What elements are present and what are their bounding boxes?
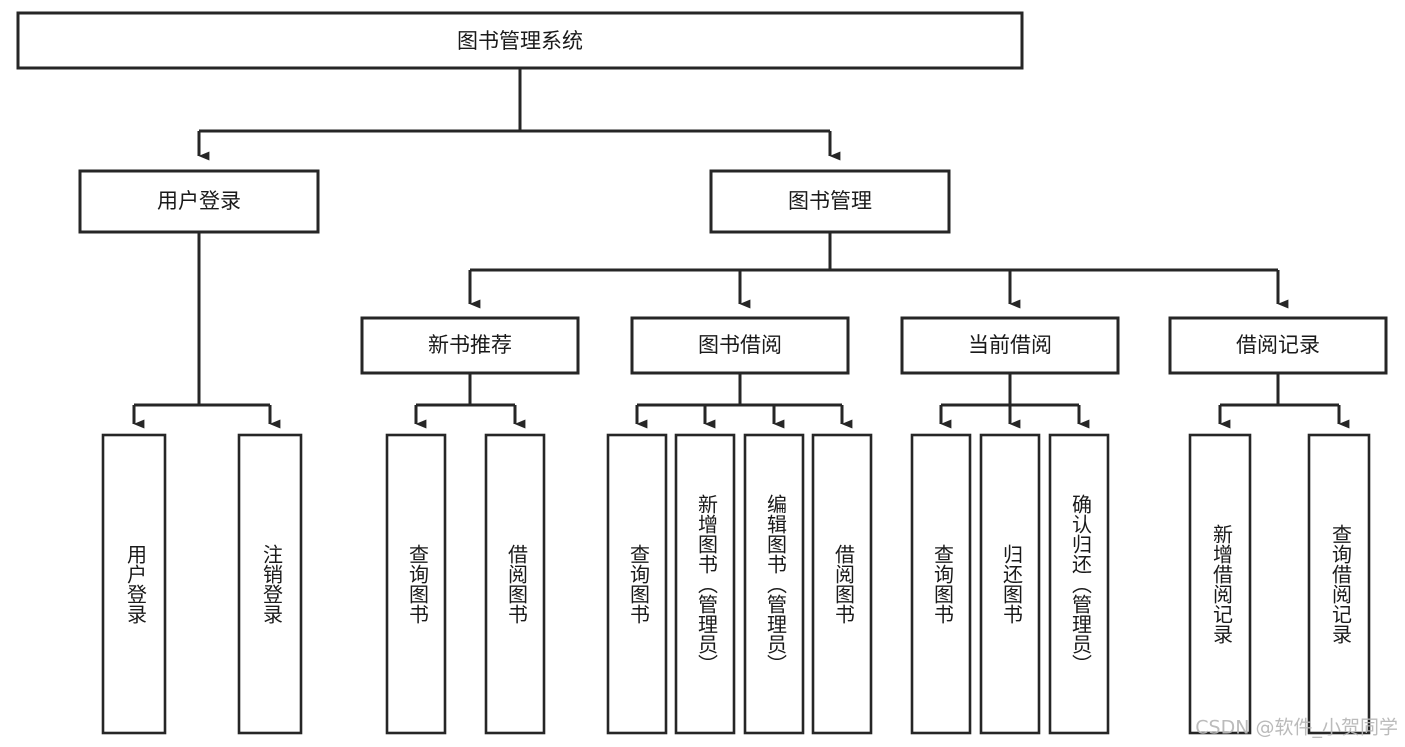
node-leaf-return-book-label: 归还图书 bbox=[1000, 544, 1024, 624]
node-leaf-borrow-book-1-box[interactable] bbox=[484, 433, 546, 735]
node-book-manage-box[interactable] bbox=[709, 169, 951, 234]
node-leaf-user-logout[interactable]: 注销登录 bbox=[237, 433, 303, 735]
edges-newbook-to-leaves bbox=[414, 373, 526, 429]
node-leaf-confirm-return-label: 确认归还（管理员） bbox=[1069, 494, 1093, 674]
node-book-manage[interactable]: 图书管理 bbox=[709, 169, 951, 234]
node-current-borrow-box[interactable] bbox=[900, 316, 1120, 375]
node-leaf-user-logout-label: 注销登录 bbox=[260, 544, 284, 624]
edges-bookmanage-to-level3 bbox=[468, 232, 1289, 309]
node-new-book-recommend[interactable]: 新书推荐 bbox=[360, 316, 580, 375]
node-leaf-user-login-box[interactable] bbox=[101, 433, 167, 735]
csdn-watermark: CSDN @软件_小贺同学 bbox=[1195, 717, 1398, 739]
node-current-borrow-label: 当前借阅 bbox=[968, 333, 1052, 357]
node-leaf-user-login[interactable]: 用户登录 bbox=[101, 433, 167, 735]
node-leaf-add-record-box[interactable] bbox=[1188, 433, 1252, 735]
node-leaf-return-book-box[interactable] bbox=[979, 433, 1041, 735]
node-borrow-record[interactable]: 借阅记录 bbox=[1168, 316, 1388, 375]
node-leaf-edit-book-label: 编辑图书（管理员） bbox=[764, 494, 788, 674]
node-new-book-recommend-box[interactable] bbox=[360, 316, 580, 375]
node-leaf-borrow-book-2-box[interactable] bbox=[811, 433, 873, 735]
node-leaf-return-book[interactable]: 归还图书 bbox=[979, 433, 1041, 735]
node-book-borrow-box[interactable] bbox=[630, 316, 850, 375]
node-user-login-label: 用户登录 bbox=[157, 189, 241, 213]
edges-bookborrow-to-leaves bbox=[635, 373, 853, 429]
node-leaf-borrow-book-1-label: 借阅图书 bbox=[505, 544, 529, 624]
node-leaf-add-record-label: 新增借阅记录 bbox=[1210, 524, 1234, 644]
edges-root-to-level2 bbox=[197, 68, 841, 161]
node-leaf-add-book[interactable]: 新增图书（管理员） bbox=[674, 433, 736, 735]
edges-userlogin-to-leaves bbox=[132, 232, 281, 429]
node-leaf-query-book-3-box[interactable] bbox=[910, 433, 972, 735]
node-leaf-query-book-2[interactable]: 查询图书 bbox=[606, 433, 668, 735]
node-borrow-record-box[interactable] bbox=[1168, 316, 1388, 375]
node-root-label: 图书管理系统 bbox=[457, 29, 583, 53]
node-root[interactable]: 图书管理系统 bbox=[16, 11, 1024, 70]
node-book-borrow-label: 图书借阅 bbox=[698, 333, 782, 357]
node-leaf-user-login-label: 用户登录 bbox=[124, 544, 148, 624]
node-leaf-borrow-book-2[interactable]: 借阅图书 bbox=[811, 433, 873, 735]
node-user-login-box[interactable] bbox=[78, 169, 320, 234]
node-leaf-borrow-book-1[interactable]: 借阅图书 bbox=[484, 433, 546, 735]
node-leaf-confirm-return-box[interactable] bbox=[1048, 433, 1110, 735]
node-leaf-query-book-2-box[interactable] bbox=[606, 433, 668, 735]
node-leaf-add-book-box[interactable] bbox=[674, 433, 736, 735]
edges-currentborrow-to-leaves bbox=[939, 373, 1090, 429]
node-leaf-query-book-1-box[interactable] bbox=[385, 433, 447, 735]
node-leaf-user-logout-box[interactable] bbox=[237, 433, 303, 735]
node-book-borrow[interactable]: 图书借阅 bbox=[630, 316, 850, 375]
node-user-login[interactable]: 用户登录 bbox=[78, 169, 320, 234]
node-leaf-query-book-1[interactable]: 查询图书 bbox=[385, 433, 447, 735]
node-leaf-query-record-label: 查询借阅记录 bbox=[1329, 524, 1353, 644]
node-leaf-edit-book[interactable]: 编辑图书（管理员） bbox=[743, 433, 805, 735]
node-leaf-query-book-1-label: 查询图书 bbox=[406, 544, 430, 624]
node-leaf-query-record-box[interactable] bbox=[1307, 433, 1371, 735]
node-leaf-confirm-return[interactable]: 确认归还（管理员） bbox=[1048, 433, 1110, 735]
node-leaf-add-record[interactable]: 新增借阅记录 bbox=[1188, 433, 1252, 735]
node-leaf-edit-book-box[interactable] bbox=[743, 433, 805, 735]
node-leaf-query-book-3-label: 查询图书 bbox=[931, 544, 955, 624]
node-root-box[interactable] bbox=[16, 11, 1024, 70]
node-leaf-add-book-label: 新增图书（管理员） bbox=[695, 494, 719, 674]
node-leaf-query-record[interactable]: 查询借阅记录 bbox=[1307, 433, 1371, 735]
node-current-borrow[interactable]: 当前借阅 bbox=[900, 316, 1120, 375]
node-borrow-record-label: 借阅记录 bbox=[1236, 333, 1320, 357]
node-book-manage-label: 图书管理 bbox=[788, 189, 872, 213]
node-new-book-recommend-label: 新书推荐 bbox=[428, 333, 512, 357]
node-leaf-query-book-3[interactable]: 查询图书 bbox=[910, 433, 972, 735]
edges-borrowrecord-to-leaves bbox=[1218, 373, 1350, 429]
node-leaf-query-book-2-label: 查询图书 bbox=[627, 544, 651, 624]
node-leaf-borrow-book-2-label: 借阅图书 bbox=[832, 544, 856, 624]
